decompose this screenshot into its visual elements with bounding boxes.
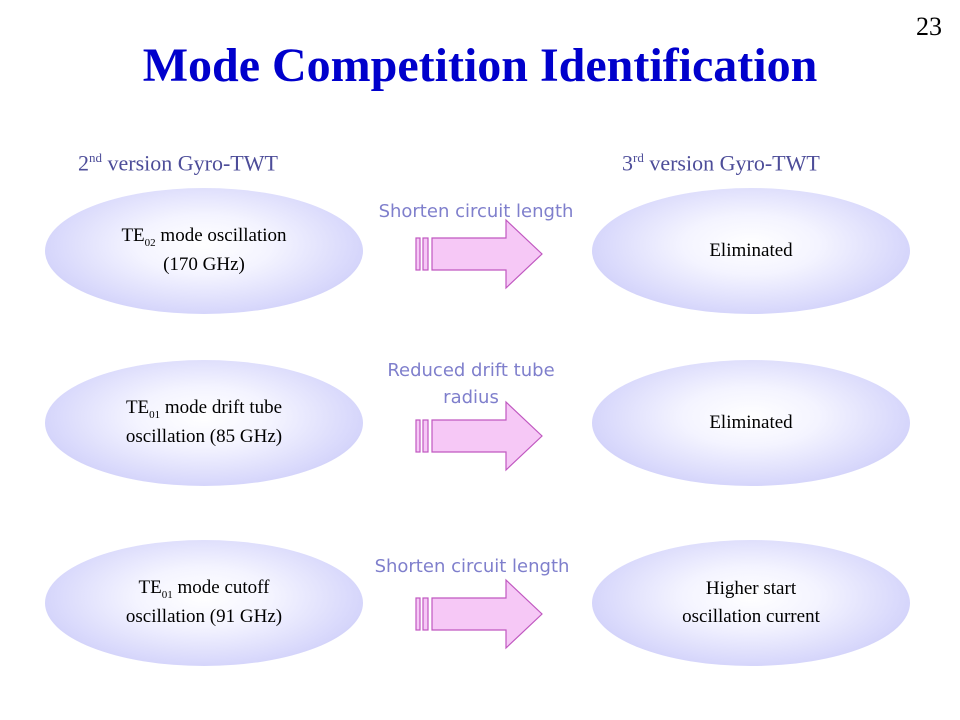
mode-prefix: TE bbox=[138, 577, 162, 599]
result-oval-eliminated: Eliminated bbox=[592, 188, 910, 314]
mode-frequency: oscillation (91 GHz) bbox=[125, 606, 283, 628]
right-arrow-icon bbox=[415, 218, 543, 290]
oscillation-oval-te02: TE02 mode oscillation (170 GHz) bbox=[45, 188, 363, 314]
mode-index: 02 bbox=[144, 236, 156, 249]
left-heading-number: 2 bbox=[78, 150, 89, 176]
mode-frequency: oscillation (85 GHz) bbox=[125, 426, 283, 448]
action-line-1: Reduced drift tube bbox=[387, 360, 555, 381]
mode-frequency: (170 GHz) bbox=[163, 254, 245, 276]
right-heading-suffix: rd bbox=[633, 150, 644, 165]
mode-description: mode cutoff bbox=[172, 577, 270, 599]
left-column-heading: 2nd version Gyro-TWT bbox=[78, 150, 278, 176]
result-line-1: Higher start bbox=[705, 577, 797, 599]
action-label-shorten-circuit: Shorten circuit length bbox=[366, 198, 586, 225]
mode-prefix: TE bbox=[121, 225, 145, 247]
action-label-shorten-circuit: Shorten circuit length bbox=[362, 553, 582, 580]
right-arrow-icon bbox=[415, 578, 543, 650]
mode-prefix: TE bbox=[125, 397, 150, 419]
result-line-1: Eliminated bbox=[709, 411, 793, 433]
left-heading-text: version Gyro-TWT bbox=[102, 150, 278, 176]
action-line-1: Shorten circuit length bbox=[374, 556, 570, 577]
oscillation-oval-te01-cutoff: TE01 mode cutoff oscillation (91 GHz) bbox=[45, 540, 363, 666]
mode-index: 01 bbox=[149, 408, 161, 421]
mode-description: mode drift tube bbox=[160, 397, 283, 419]
oscillation-oval-te01-drift-tube: TE01 mode drift tube oscillation (85 GHz) bbox=[45, 360, 363, 486]
left-heading-suffix: nd bbox=[89, 150, 102, 165]
result-line-1: Eliminated bbox=[709, 239, 793, 261]
right-heading-number: 3 bbox=[622, 150, 633, 176]
right-heading-text: version Gyro-TWT bbox=[643, 150, 820, 176]
result-line-2: oscillation current bbox=[682, 606, 820, 627]
action-line-1: Shorten circuit length bbox=[378, 201, 574, 222]
right-arrow-icon bbox=[415, 400, 543, 472]
action-line-2: radius bbox=[443, 387, 499, 408]
slide-title: Mode Competition Identification bbox=[142, 39, 818, 92]
action-label-reduced-drift-tube: Reduced drift tube radius bbox=[361, 357, 581, 411]
mode-index: 01 bbox=[161, 588, 173, 601]
right-column-heading: 3rd version Gyro-TWT bbox=[622, 150, 820, 176]
page-number: 23 bbox=[916, 12, 942, 41]
result-oval-higher-start-current: Higher start oscillation current bbox=[592, 540, 910, 666]
result-oval-eliminated: Eliminated bbox=[592, 360, 910, 486]
mode-description: mode oscillation bbox=[155, 225, 287, 247]
